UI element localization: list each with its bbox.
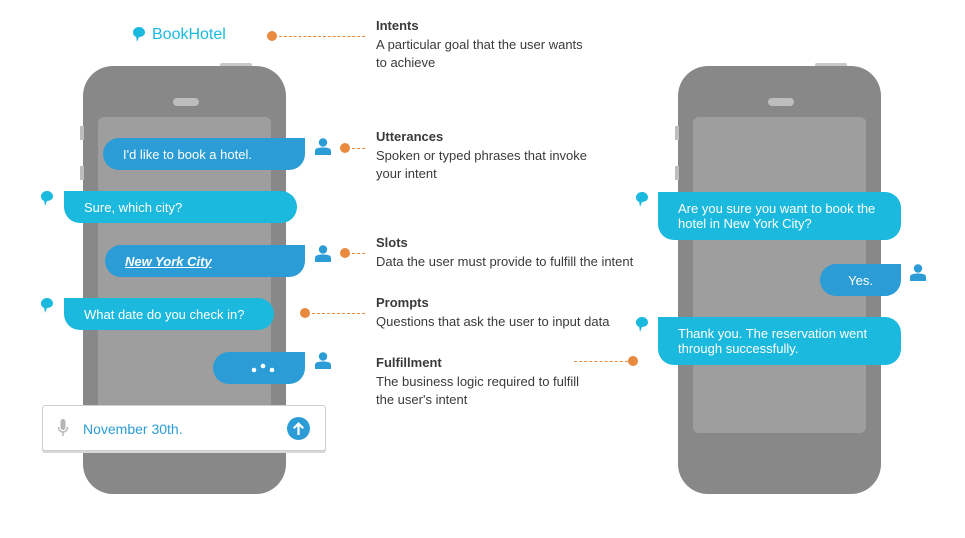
slots-description: Data the user must provide to fulfill th…	[376, 253, 633, 271]
user-slot-bubble: New York City	[105, 245, 305, 277]
utterances-description-line: Spoken or typed phrases that invoke	[376, 148, 588, 163]
prompts-description-line: Questions that ask the user to input dat…	[376, 314, 610, 329]
user-yes-bubble: Yes.	[820, 264, 901, 296]
user-yes-text: Yes.	[848, 272, 873, 288]
intents-marker-dot	[267, 31, 277, 41]
user-utterance-text: I'd like to book a hotel.	[123, 146, 252, 162]
intents-description-line: A particular goal that the user wants	[376, 37, 583, 52]
user-utterance-bubble: I'd like to book a hotel.	[103, 138, 305, 170]
bot-date-prompt-text: What date do you check in?	[84, 306, 245, 322]
utterances-heading: Utterances	[376, 129, 444, 144]
bot-date-prompt-bubble: What date do you check in?	[64, 298, 274, 330]
fulfillment-description-line: The business logic required to fulfill	[376, 374, 580, 389]
bot-done-text-line1: Thank you. The reservation went	[678, 326, 868, 341]
fulfillment-description-line: the user's intent	[376, 392, 468, 407]
bot-confirm-bubble: Are you sure you want to book the hotel …	[658, 192, 901, 240]
fulfillment-marker-dot	[628, 356, 638, 366]
fulfillment-connector	[574, 361, 628, 362]
microphone-icon[interactable]	[57, 419, 69, 437]
bot-confirm-text-line1: Are you sure you want to book the	[678, 201, 876, 216]
prompts-description: Questions that ask the user to input dat…	[376, 313, 609, 331]
person-icon	[315, 138, 331, 155]
intent-name: BookHotel	[152, 26, 226, 43]
utterances-description: Spoken or typed phrases that invoke your…	[376, 147, 587, 183]
typing-dots-icon	[251, 363, 275, 373]
intents-heading: Intents	[376, 18, 419, 33]
utterances-connector	[352, 148, 365, 149]
fulfillment-description: The business logic required to fulfill t…	[376, 373, 579, 409]
bot-city-prompt-bubble: Sure, which city?	[64, 191, 297, 223]
intents-description-line: to achieve	[376, 55, 436, 70]
bot-pin-icon	[636, 192, 648, 207]
slots-heading: Slots	[376, 235, 408, 250]
prompts-marker-dot	[300, 308, 310, 318]
slots-connector	[352, 253, 365, 254]
bot-pin-icon	[636, 317, 648, 332]
intents-connector	[279, 36, 365, 37]
slots-marker-dot	[340, 248, 350, 258]
person-icon	[910, 264, 926, 281]
prompts-heading: Prompts	[376, 295, 429, 310]
send-arrow-icon[interactable]	[287, 417, 310, 440]
prompts-connector	[312, 313, 365, 314]
message-input-value[interactable]: November 30th.	[83, 421, 183, 437]
person-icon	[315, 352, 331, 369]
utterances-description-line: your intent	[376, 166, 437, 181]
bot-pin-icon	[41, 298, 53, 313]
person-icon	[315, 245, 331, 262]
bot-confirm-text-line2: hotel in New York City?	[678, 216, 812, 231]
fulfillment-heading: Fulfillment	[376, 355, 442, 370]
slots-description-line: Data the user must provide to fulfill th…	[376, 254, 634, 269]
utterances-marker-dot	[340, 143, 350, 153]
intent-pin-icon	[133, 27, 145, 42]
bot-done-text-line2: through successfully.	[678, 341, 799, 356]
bot-done-bubble: Thank you. The reservation went through …	[658, 317, 901, 365]
message-input-box[interactable]	[42, 405, 326, 451]
intents-description: A particular goal that the user wants to…	[376, 36, 583, 72]
bot-city-prompt-text: Sure, which city?	[84, 199, 183, 215]
user-slot-text: New York City	[125, 253, 212, 269]
typing-indicator-bubble	[213, 352, 305, 384]
bot-pin-icon	[41, 191, 53, 206]
